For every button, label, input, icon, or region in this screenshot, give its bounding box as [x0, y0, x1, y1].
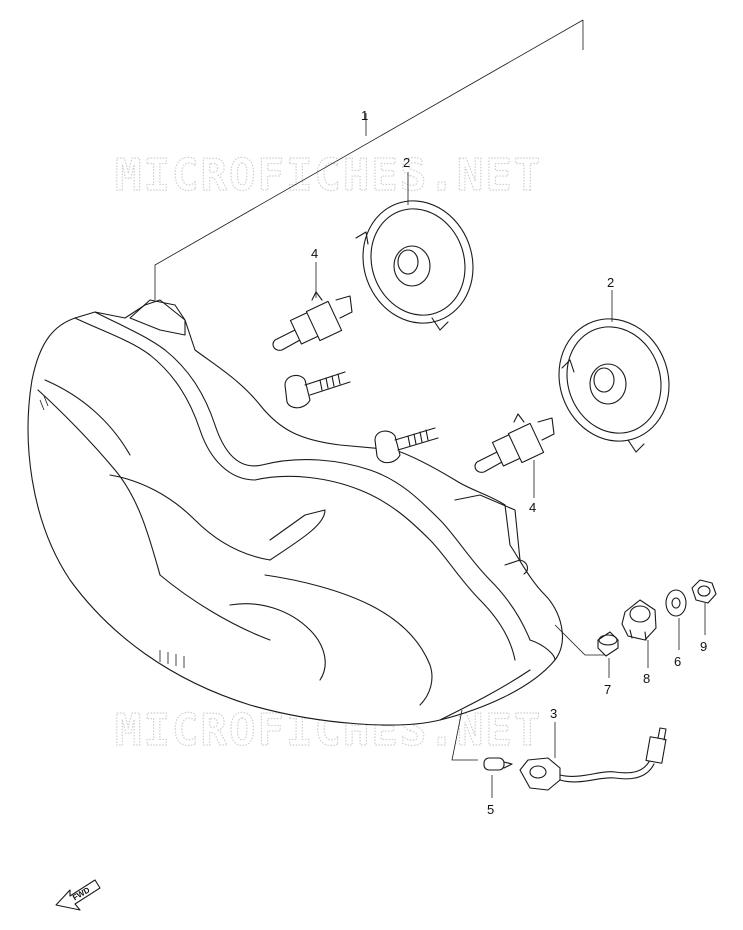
bulb-socket-ring-upper: [355, 172, 474, 331]
callout-2-upper: 2: [403, 155, 410, 170]
halogen-bulb-lower: [474, 413, 555, 498]
callout-9: 9: [700, 639, 707, 654]
callout-8: 8: [643, 671, 650, 686]
leader-part-1: [154, 19, 584, 300]
washer-part-6: [665, 589, 687, 650]
grommet-part-8: [621, 599, 657, 668]
callout-5: 5: [487, 802, 494, 817]
wedge-bulb-part-5: [483, 757, 513, 798]
callout-3: 3: [550, 706, 557, 721]
leader-part-7-8: [554, 624, 605, 656]
headlamp-housing: [27, 299, 563, 726]
callout-6: 6: [674, 654, 681, 669]
socket-and-wire-part-3: [519, 722, 667, 791]
fwd-arrow-icon: FWD: [55, 879, 101, 911]
nut-part-9: [691, 579, 717, 635]
callout-4-upper: 4: [311, 246, 318, 261]
bulb-socket-ring-lower: [558, 290, 670, 453]
callout-2-lower: 2: [607, 275, 614, 290]
callout-4-lower: 4: [529, 500, 536, 515]
bushing-part-7: [597, 631, 619, 678]
halogen-bulb-upper: [272, 262, 353, 351]
callout-7: 7: [604, 682, 611, 697]
leader-part-5: [451, 709, 478, 761]
watermark-top: MICROFICHES.NET: [115, 150, 542, 201]
callout-1: 1: [361, 108, 368, 123]
